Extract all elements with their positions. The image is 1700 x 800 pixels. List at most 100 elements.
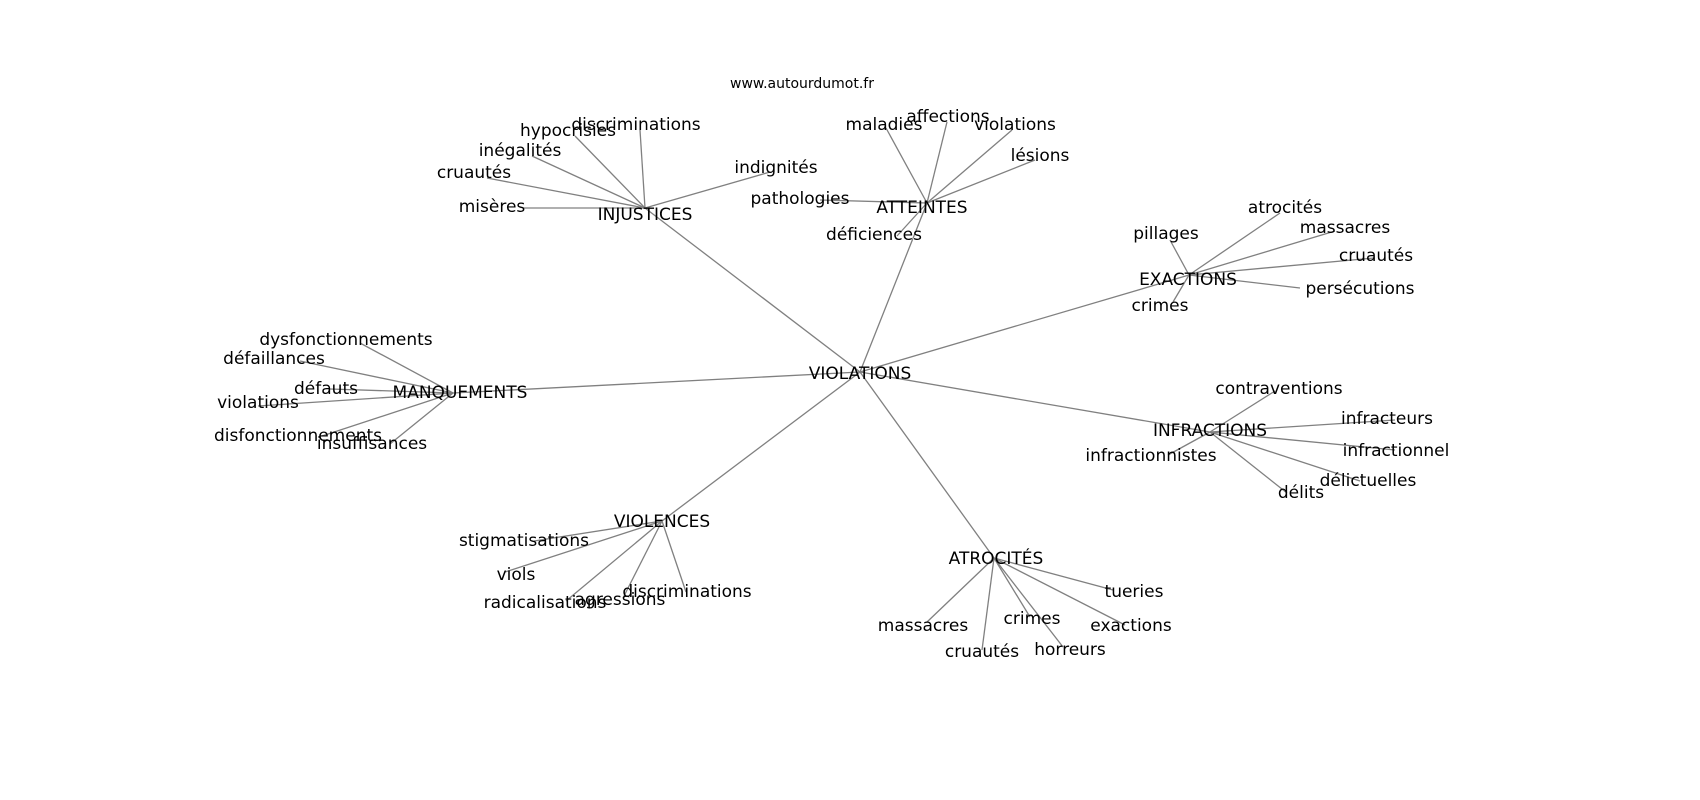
edge-3-2 <box>329 388 454 394</box>
word-node: contraventions <box>1215 379 1342 399</box>
word-node: disfonctionnements <box>214 426 382 446</box>
word-node: infractionnel <box>1343 441 1450 461</box>
word-node: viols <box>497 565 536 585</box>
word-node: agressions <box>575 590 666 610</box>
edge-3-3 <box>257 392 454 407</box>
word-node: persécutions <box>1305 279 1414 299</box>
word-node: violations <box>217 393 299 413</box>
word-node: pillages <box>1133 224 1199 244</box>
edge-6-1 <box>926 557 995 623</box>
edge-2-0 <box>1169 239 1190 276</box>
edges-layer <box>257 121 1396 651</box>
word-node: infractionnistes <box>1085 446 1216 466</box>
edge-6-2 <box>993 557 1031 618</box>
edge-2-5 <box>1172 274 1190 303</box>
word-node: massacres <box>878 616 969 636</box>
edge-root-1 <box>859 202 928 373</box>
word-node: lésions <box>1011 146 1070 166</box>
edge-4-3 <box>1209 431 1396 451</box>
edge-3-5 <box>389 392 454 445</box>
edge-5-3 <box>622 520 663 599</box>
word-node: indignités <box>734 158 817 178</box>
edge-1-0 <box>885 127 928 204</box>
edge-4-5 <box>1209 431 1288 494</box>
word-node: discriminations <box>622 582 751 602</box>
edge-1-3 <box>926 159 1036 204</box>
word-node: inégalités <box>479 141 562 161</box>
edge-2-2 <box>1188 230 1336 276</box>
edge-2-4 <box>1188 274 1301 289</box>
edge-4-0 <box>1209 390 1276 433</box>
word-node: horreurs <box>1034 640 1106 660</box>
word-node: défauts <box>294 379 358 399</box>
edge-4-4 <box>1209 431 1361 482</box>
edge-0-1 <box>639 129 646 209</box>
word-node: exactions <box>1090 616 1172 636</box>
edge-1-5 <box>896 202 928 237</box>
edge-3-1 <box>299 360 454 394</box>
root-node: VIOLATIONS <box>809 364 911 384</box>
edge-4-2 <box>1167 431 1211 456</box>
word-node: maladies <box>846 115 923 135</box>
word-node: massacres <box>1300 218 1391 238</box>
word-node: radicalisations <box>484 593 607 613</box>
group-node: INFRACTIONS <box>1153 421 1267 441</box>
edge-root-3 <box>452 371 861 394</box>
edge-1-1 <box>926 121 948 204</box>
group-node: MANQUEMENTS <box>393 383 528 403</box>
edge-3-0 <box>359 342 454 394</box>
edge-0-2 <box>531 155 646 209</box>
word-node: tueries <box>1105 582 1164 602</box>
edge-1-2 <box>926 129 1013 204</box>
edge-5-2 <box>565 520 663 602</box>
word-node: discriminations <box>571 115 700 135</box>
word-node: affections <box>906 107 989 127</box>
word-node: délits <box>1278 483 1324 503</box>
edge-3-4 <box>321 392 454 437</box>
word-node: violations <box>974 115 1056 135</box>
word-node: défaillances <box>223 349 325 369</box>
group-node: ATTEINTES <box>876 198 967 218</box>
edge-0-5 <box>644 171 771 209</box>
edge-2-1 <box>1188 212 1281 276</box>
edge-root-6 <box>859 371 995 559</box>
word-node: stigmatisations <box>459 531 589 551</box>
word-node: crimes <box>1132 296 1189 316</box>
labels-layer: hypocrisiesdiscriminationsinégalitéscrua… <box>214 107 1449 662</box>
group-node: EXACTIONS <box>1139 270 1237 290</box>
word-node: cruautés <box>437 163 511 183</box>
word-node: déficiences <box>826 225 922 245</box>
site-title: www.autourdumot.fr <box>730 76 874 92</box>
edge-root-2 <box>859 274 1190 373</box>
edge-0-3 <box>486 177 646 209</box>
edge-5-4 <box>661 520 687 593</box>
word-node: délictuelles <box>1320 471 1417 491</box>
edge-2-3 <box>1188 257 1375 276</box>
word-node: cruautés <box>945 642 1019 662</box>
word-node: misères <box>459 197 526 217</box>
group-node: VIOLENCES <box>614 512 710 532</box>
edge-0-0 <box>574 135 646 209</box>
word-node: hypocrisies <box>520 121 616 141</box>
word-node: infracteurs <box>1341 409 1433 429</box>
word-node: dysfonctionnements <box>259 330 432 350</box>
word-node: atrocités <box>1248 198 1322 218</box>
edge-root-5 <box>661 371 861 522</box>
edge-root-0 <box>644 207 861 373</box>
edge-6-3 <box>993 557 1126 626</box>
edge-5-1 <box>504 520 663 573</box>
word-node: pathologies <box>750 189 849 209</box>
group-node: ATROCITÉS <box>949 547 1044 569</box>
word-node: crimes <box>1004 609 1061 629</box>
edge-root-4 <box>859 371 1211 433</box>
edge-1-4 <box>819 199 928 204</box>
edge-6-0 <box>993 557 1114 591</box>
edge-4-1 <box>1209 419 1396 433</box>
edge-6-4 <box>981 557 995 651</box>
group-node: INJUSTICES <box>598 205 693 225</box>
word-node: insuffisances <box>317 434 427 454</box>
word-node: cruautés <box>1339 246 1413 266</box>
edge-6-5 <box>993 557 1064 648</box>
edge-5-0 <box>533 520 663 542</box>
